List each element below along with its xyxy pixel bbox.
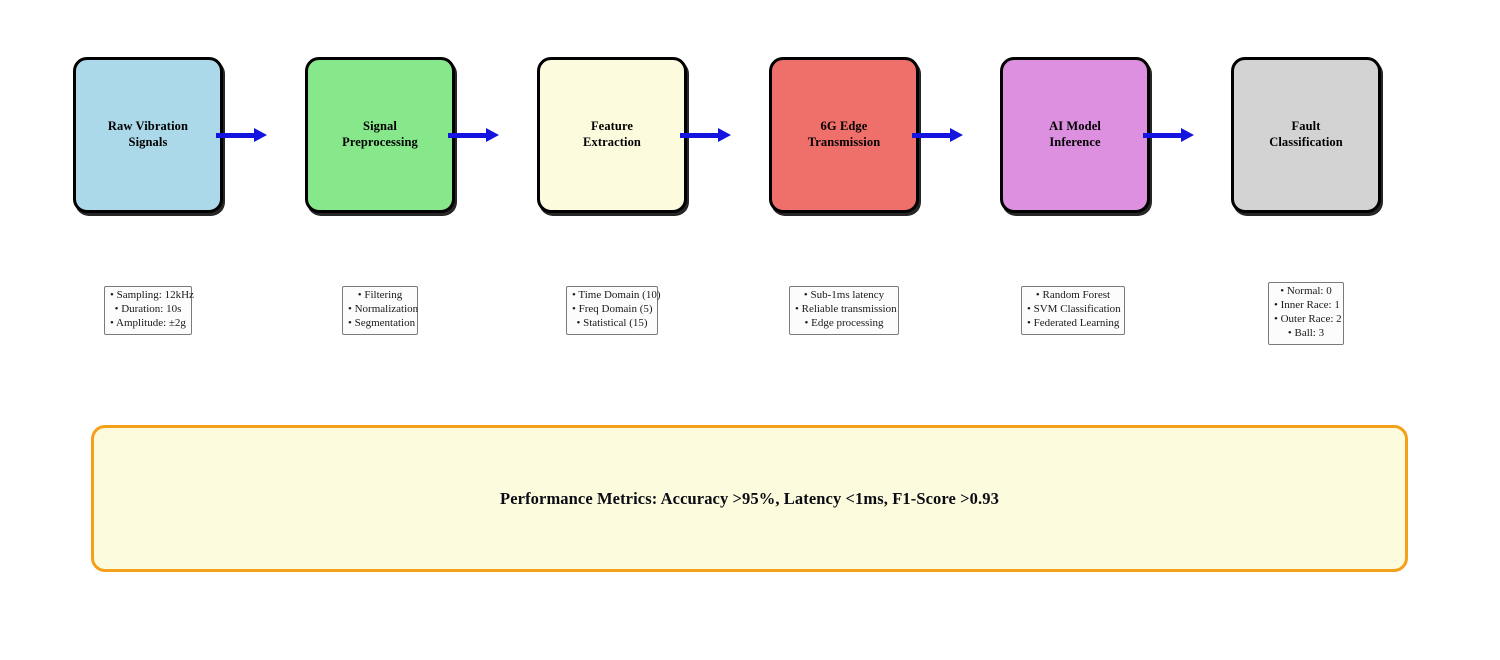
arrow-shaft	[912, 133, 952, 138]
stage-label: Raw Vibration Signals	[107, 119, 189, 149]
detail-line: • Ball: 3	[1287, 326, 1325, 339]
detail-line: • Filtering	[357, 289, 403, 301]
arrow-shaft	[680, 133, 720, 138]
detail-line: • Normalization	[348, 302, 419, 315]
detail-line: • Sub-1ms latency	[803, 289, 885, 301]
detail-line: • Duration: 10s	[114, 302, 182, 315]
detail-line: • Random Forest	[1035, 289, 1111, 301]
detail-box-6g-edge-transmission: • Sub-1ms latency • Reliable transmissio…	[789, 286, 899, 335]
arrow-shaft	[1143, 133, 1183, 138]
detail-line: • Normal: 0	[1280, 285, 1332, 297]
stage-box-raw-vibration-signals[interactable]: Raw Vibration Signals	[73, 57, 223, 213]
arrow-head-icon	[950, 128, 963, 142]
arrow-stage-5-to-6	[1143, 126, 1198, 146]
arrow-head-icon	[718, 128, 731, 142]
detail-line: • Inner Race: 1	[1274, 298, 1340, 311]
stage-label: Feature Extraction	[583, 119, 641, 149]
arrow-head-icon	[1181, 128, 1194, 142]
detail-box-ai-model-inference: • Random Forest • SVM Classification • F…	[1021, 286, 1125, 335]
stage-label: Fault Classification	[1269, 119, 1343, 149]
detail-line: • Freq Domain (5)	[572, 302, 653, 315]
performance-metrics-text: Performance Metrics: Accuracy >95%, Late…	[500, 488, 999, 508]
arrow-stage-2-to-3	[448, 126, 503, 146]
stage-box-6g-edge-transmission[interactable]: 6G Edge Transmission	[769, 57, 919, 213]
stage-label: 6G Edge Transmission	[807, 119, 881, 149]
arrow-head-icon	[254, 128, 267, 142]
detail-line: • Amplitude: ±2g	[110, 316, 186, 329]
detail-line: • Federated Learning	[1027, 316, 1120, 329]
detail-line: • Edge processing	[804, 316, 884, 329]
arrow-stage-1-to-2	[216, 126, 271, 146]
arrow-shaft	[216, 133, 256, 138]
detail-line: • Sampling: 12kHz	[110, 289, 194, 301]
performance-metrics-banner: Performance Metrics: Accuracy >95%, Late…	[91, 425, 1408, 572]
detail-box-fault-classification: • Normal: 0 • Inner Race: 1 • Outer Race…	[1268, 282, 1344, 345]
detail-line: • Outer Race: 2	[1274, 312, 1342, 325]
arrow-shaft	[448, 133, 488, 138]
arrow-stage-3-to-4	[680, 126, 735, 146]
arrow-head-icon	[486, 128, 499, 142]
stage-box-fault-classification[interactable]: Fault Classification	[1231, 57, 1381, 213]
stage-box-feature-extraction[interactable]: Feature Extraction	[537, 57, 687, 213]
detail-line: • Segmentation	[348, 316, 416, 329]
detail-line: • Reliable transmission	[795, 302, 897, 315]
arrow-stage-4-to-5	[912, 126, 967, 146]
detail-line: • Time Domain (10)	[572, 289, 661, 301]
stage-label: Signal Preprocessing	[342, 119, 418, 149]
detail-box-signal-preprocessing: • Filtering • Normalization • Segmentati…	[342, 286, 418, 335]
stage-label: AI Model Inference	[1049, 119, 1101, 149]
detail-line: • Statistical (15)	[576, 316, 648, 329]
stage-box-signal-preprocessing[interactable]: Signal Preprocessing	[305, 57, 455, 213]
stage-box-ai-model-inference[interactable]: AI Model Inference	[1000, 57, 1150, 213]
detail-line: • SVM Classification	[1027, 302, 1121, 315]
detail-box-feature-extraction: • Time Domain (10) • Freq Domain (5) • S…	[566, 286, 661, 335]
detail-box-raw-vibration-signals: • Sampling: 12kHz • Duration: 10s • Ampl…	[104, 286, 194, 335]
